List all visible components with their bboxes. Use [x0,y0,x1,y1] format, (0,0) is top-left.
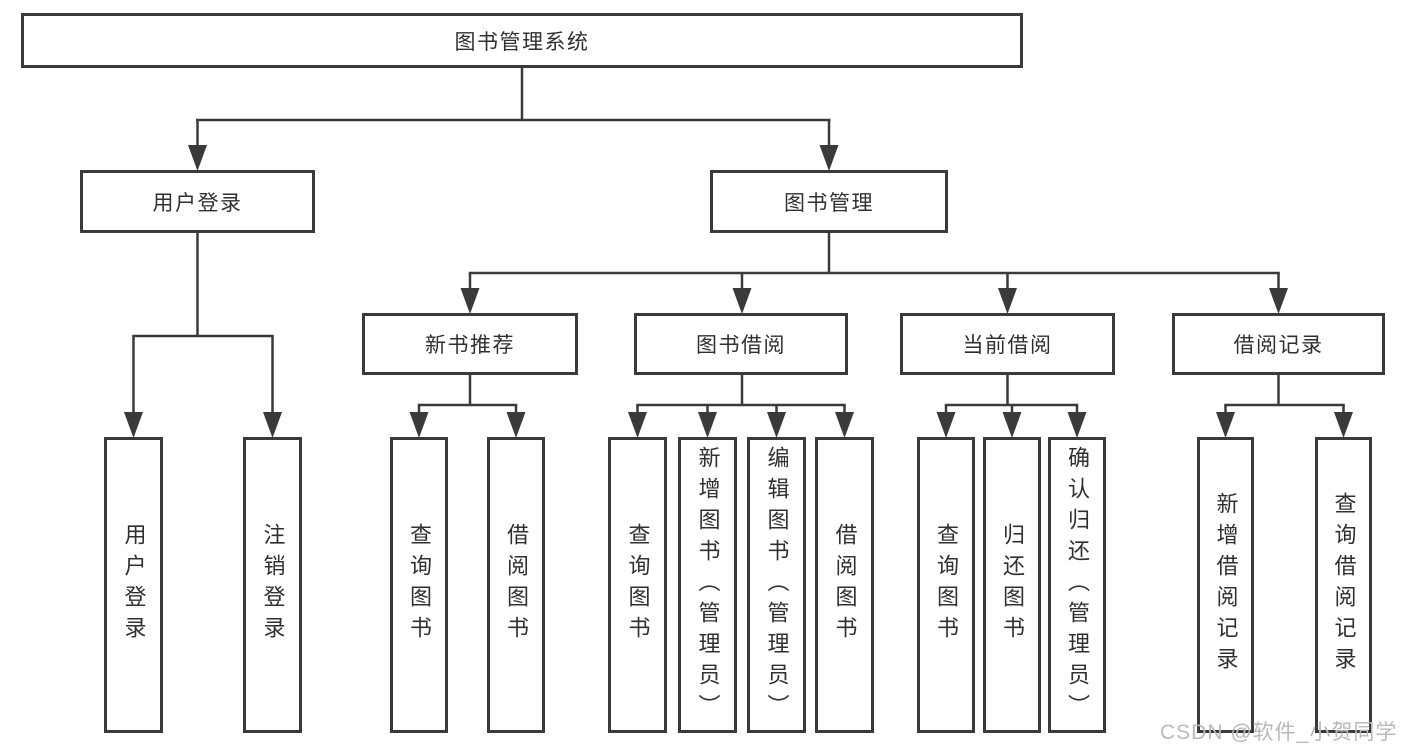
node-book-management: 图书管理 [710,170,948,233]
node-borrow-records: 借阅记录 [1172,313,1385,375]
watermark: CSDN @软件_小贺同学 [1160,721,1398,744]
node-book-management-label: 图书管理 [784,191,874,215]
leaf-confirm-return-admin-label: 确认归还（管理员） [1065,445,1090,725]
node-root-label: 图书管理系统 [454,30,590,54]
leaf-add-books-admin: 新增图书（管理员） [678,437,737,733]
node-book-borrow-label: 图书借阅 [696,334,786,357]
leaf-add-borrow-record-label: 新增借阅记录 [1213,492,1239,678]
node-book-borrow: 图书借阅 [634,313,848,375]
leaf-confirm-return-admin: 确认归还（管理员） [1048,437,1106,733]
leaf-edit-books-admin: 编辑图书（管理员） [747,437,806,733]
node-user-login-label: 用户登录 [152,191,243,215]
leaf-return-books: 归还图书 [983,437,1041,733]
leaf-add-books-admin-label: 新增图书（管理员） [695,445,721,725]
leaf-borrow-books-1: 借阅图书 [487,437,545,733]
leaf-logout-login-label: 注销登录 [260,523,286,647]
leaf-query-books-3: 查询图书 [917,437,975,733]
node-current-borrow: 当前借阅 [900,313,1115,375]
node-new-book-recommend-label: 新书推荐 [425,334,515,357]
leaf-borrow-books-2: 借阅图书 [815,437,874,733]
node-new-book-recommend: 新书推荐 [362,313,578,375]
leaf-user-login: 用户登录 [104,437,163,733]
leaf-query-books-2: 查询图书 [608,437,667,733]
leaf-query-borrow-record: 查询借阅记录 [1315,437,1372,733]
leaf-query-books-1: 查询图书 [390,437,448,733]
leaf-return-books-label: 归还图书 [1000,523,1025,647]
node-user-login: 用户登录 [80,170,315,233]
leaf-query-borrow-record-label: 查询借阅记录 [1331,492,1357,678]
leaf-logout-login: 注销登录 [243,437,302,733]
leaf-user-login-label: 用户登录 [121,523,147,647]
node-current-borrow-label: 当前借阅 [962,334,1053,357]
leaf-edit-books-admin-label: 编辑图书（管理员） [764,445,790,725]
leaf-query-books-3-label: 查询图书 [934,523,959,647]
leaf-query-books-1-label: 查询图书 [407,523,432,647]
leaf-borrow-books-1-label: 借阅图书 [504,523,529,647]
leaf-query-books-2-label: 查询图书 [625,523,651,647]
leaf-borrow-books-2-label: 借阅图书 [832,523,858,647]
leaf-add-borrow-record: 新增借阅记录 [1197,437,1254,733]
node-borrow-records-label: 借阅记录 [1233,334,1324,357]
node-root: 图书管理系统 [21,13,1023,68]
